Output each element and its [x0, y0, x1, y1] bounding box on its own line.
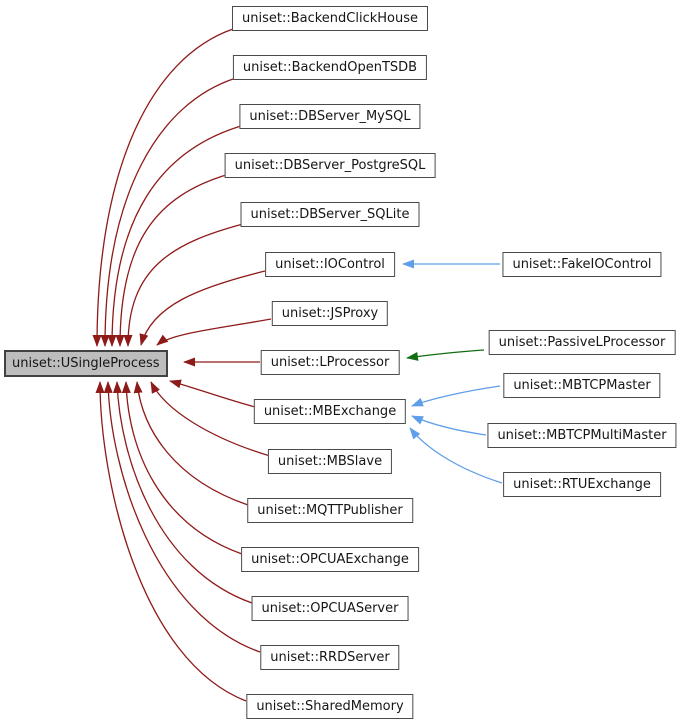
node-fakeiocontrol[interactable]: uniset::FakeIOControl [502, 252, 662, 277]
edge-dbserver-sqlite [123, 223, 244, 347]
node-mbexchange[interactable]: uniset::MBExchange [253, 399, 407, 424]
edge-opcuaexchange [121, 381, 243, 555]
node-mbslave[interactable]: uniset::MBSlave [267, 449, 393, 474]
node-sharedmemory[interactable]: uniset::SharedMemory [246, 694, 414, 719]
node-dbserver-mysql[interactable]: uniset::DBServer_MySQL [239, 104, 421, 129]
node-rrdserver[interactable]: uniset::RRDServer [260, 645, 400, 670]
node-passivelprocessor[interactable]: uniset::PassiveLProcessor [488, 330, 676, 355]
edge-mbtcpmaster [411, 385, 501, 407]
edge-dbserver-mysql [107, 125, 242, 347]
edge-opcuaserver [112, 381, 253, 604]
node-mbtcpmaster[interactable]: uniset::MBTCPMaster [503, 373, 661, 398]
node-dbserver-postgresql[interactable]: uniset::DBServer_PostgreSQL [224, 153, 436, 178]
edge-backendopentsdb [100, 77, 237, 347]
node-rtuexchange[interactable]: uniset::RTUExchange [503, 472, 661, 497]
edge-mqttpublisher [133, 381, 249, 506]
edge-mbtcpmultimaster [411, 415, 487, 436]
node-mbtcpmultimaster[interactable]: uniset::MBTCPMultiMaster [487, 423, 677, 448]
edge-backendclickhouse [92, 28, 234, 347]
edge-rrdserver [103, 381, 261, 653]
edge-iocontrol [139, 270, 266, 346]
node-mqttpublisher[interactable]: uniset::MQTTPublisher [247, 498, 413, 523]
node-iocontrol[interactable]: uniset::IOControl [265, 252, 395, 277]
edge-sharedmemory [95, 381, 247, 702]
edge-mbexchange [169, 379, 256, 408]
node-dbserver-sqlite[interactable]: uniset::DBServer_SQLite [240, 202, 420, 227]
node-opcuaserver[interactable]: uniset::OPCUAServer [251, 596, 409, 621]
node-backendclickhouse[interactable]: uniset::BackendClickHouse [231, 6, 429, 31]
edge-dbserver-postgresql [115, 174, 227, 347]
node-jsproxy[interactable]: uniset::JSProxy [271, 301, 389, 326]
edge-mbslave [150, 381, 271, 457]
node-opcuaexchange[interactable]: uniset::OPCUAExchange [241, 547, 419, 572]
edge-passivelprocessor [406, 349, 485, 361]
edge-jsproxy [156, 318, 272, 346]
node-usingleprocess[interactable]: uniset::USingleProcess [4, 350, 168, 377]
node-lprocessor[interactable]: uniset::LProcessor [260, 350, 400, 375]
edge-rtuexchange [409, 427, 503, 484]
node-backendopentsdb[interactable]: uniset::BackendOpenTSDB [232, 55, 428, 80]
